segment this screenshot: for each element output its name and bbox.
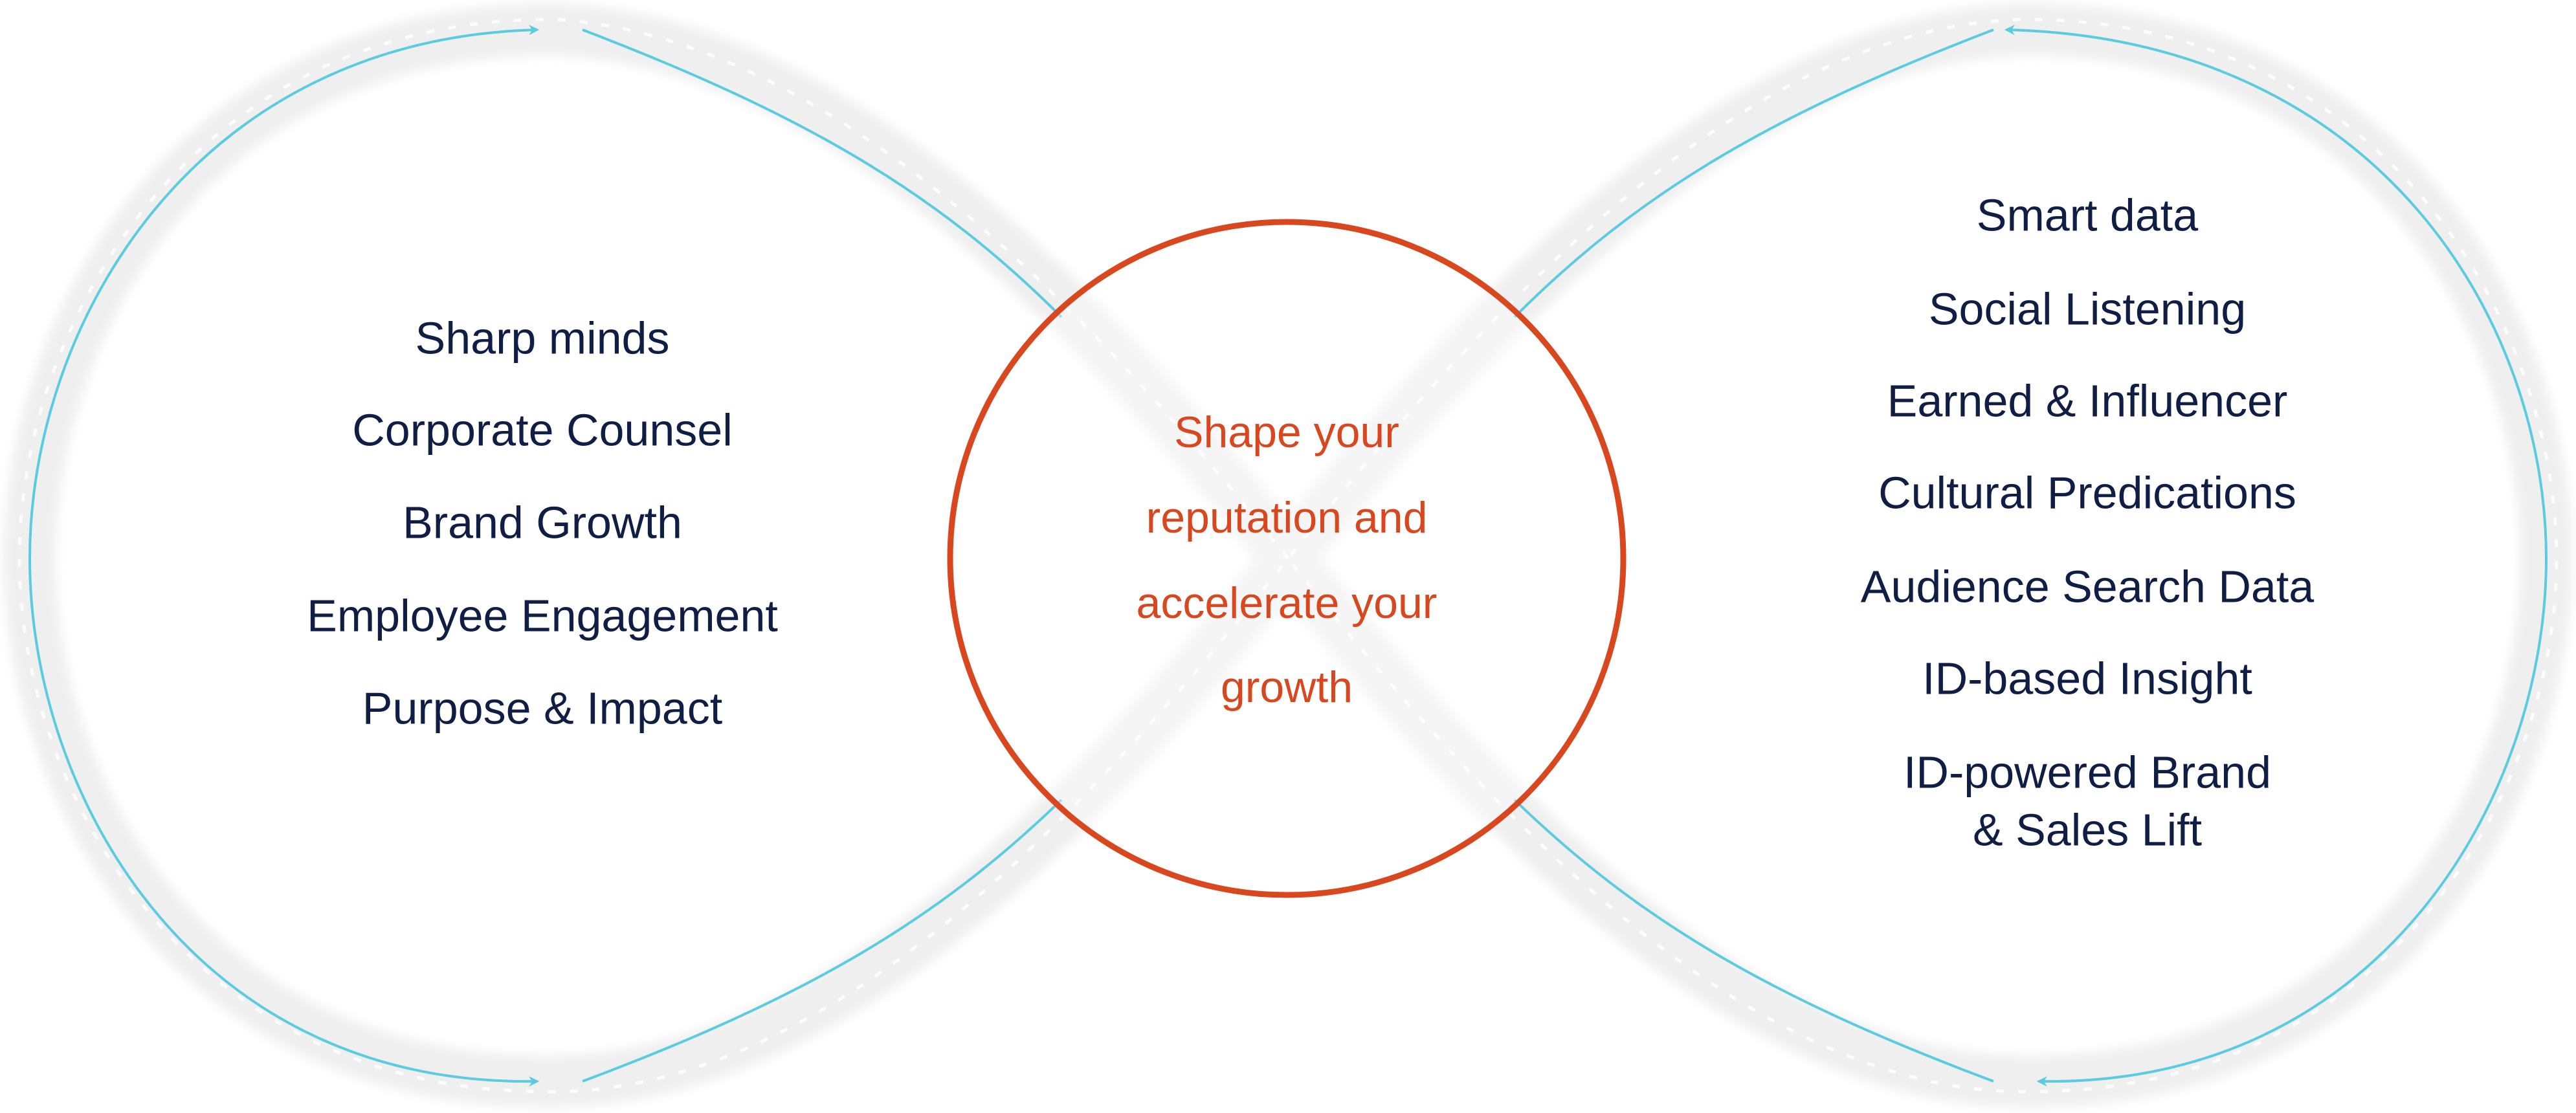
line-left-top [582, 28, 1063, 318]
center-circle [947, 219, 1627, 898]
arrow-right-top [2004, 25, 2548, 559]
arrow-left-top [28, 25, 540, 559]
arrow-right-bottom [2036, 558, 2548, 1087]
list-item: Sharp minds [416, 313, 670, 363]
list-item: Cultural Predications [1878, 467, 2296, 518]
center-text: Shape your reputation and accelerate you… [1137, 408, 1438, 712]
list-item: Earned & Influencer [1887, 375, 2288, 426]
list-item: ID-based Insight [1922, 653, 2252, 703]
list-item: Social Listening [1929, 283, 2246, 334]
infinity-band-highlight [17, 17, 2559, 1094]
left-list: Sharp minds Corporate Counsel Brand Grow… [307, 313, 778, 733]
list-item: Audience Search Data [1861, 561, 2315, 612]
center-line: Shape your [1174, 408, 1399, 457]
list-item: Employee Engagement [307, 590, 778, 641]
list-item: Purpose & Impact [362, 683, 722, 733]
right-list: Smart data Social Listening Earned & Inf… [1861, 190, 2315, 855]
center-line: accelerate your [1137, 579, 1438, 628]
center-line: growth [1221, 663, 1353, 712]
list-item: ID-powered Brand [1904, 747, 2271, 797]
arrow-left-bottom [28, 558, 540, 1087]
center-line: reputation and [1146, 493, 1428, 542]
line-left-bottom [582, 799, 1063, 1083]
list-item: Brand Growth [403, 497, 682, 547]
list-item: & Sales Lift [1973, 804, 2202, 855]
line-right-top [1513, 28, 1994, 318]
list-item: Corporate Counsel [352, 404, 733, 455]
line-right-bottom [1513, 799, 1994, 1083]
list-item: Smart data [1977, 190, 2198, 240]
loop-lines [28, 25, 2548, 1087]
